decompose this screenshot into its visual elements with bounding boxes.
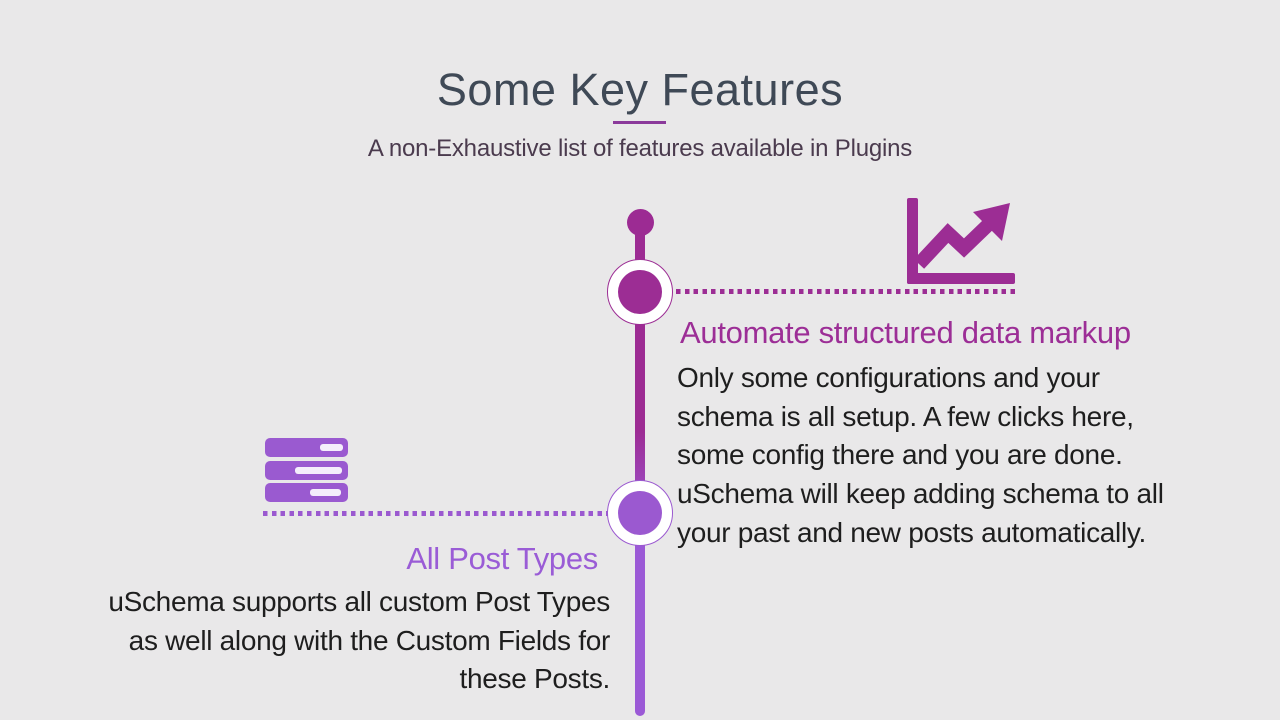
dotted-connector-right bbox=[676, 289, 1016, 294]
timeline-start-dot bbox=[627, 209, 654, 236]
server-slab bbox=[265, 438, 348, 457]
server-slab bbox=[265, 460, 348, 480]
timeline-node-2-dot bbox=[618, 491, 662, 535]
server-slab bbox=[265, 483, 348, 502]
slide-title: Some Key Features bbox=[436, 64, 844, 115]
timeline-node-2 bbox=[607, 480, 673, 546]
timeline-line bbox=[635, 222, 645, 716]
timeline-node-1 bbox=[607, 259, 673, 325]
feature-heading-post-types: All Post Types bbox=[406, 541, 598, 576]
title-underline bbox=[613, 121, 666, 124]
feature-body-automate: Only some configurations and your schema… bbox=[677, 362, 1164, 548]
feature-body-post-types: uSchema supports all custom Post Types a… bbox=[108, 586, 610, 695]
timeline-node-1-dot bbox=[618, 270, 662, 314]
line-chart-icon bbox=[903, 198, 1017, 286]
dotted-connector-left bbox=[263, 511, 608, 516]
slide-subtitle: A non-Exhaustive list of features availa… bbox=[367, 135, 913, 162]
server-icon bbox=[265, 438, 348, 502]
feature-heading-automate: Automate structured data markup bbox=[680, 315, 1131, 350]
